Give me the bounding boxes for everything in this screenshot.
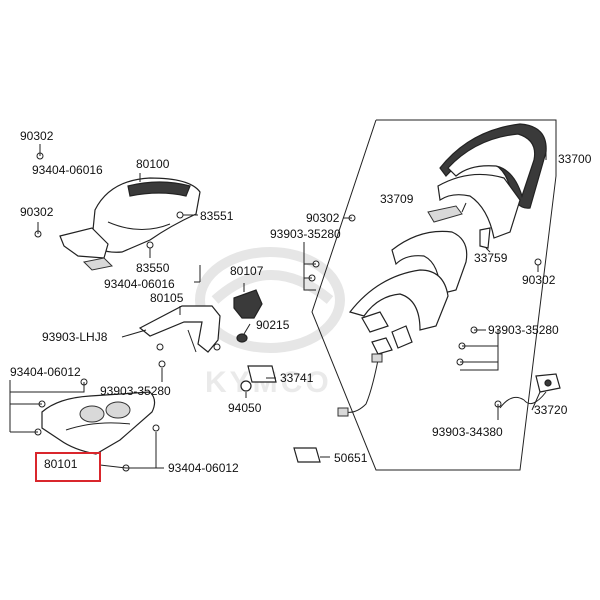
label-90302-a: 90302 — [20, 129, 54, 143]
selected-part-highlight[interactable] — [35, 452, 101, 482]
part-33720-sensor[interactable] — [499, 373, 561, 409]
label-33759: 33759 — [474, 251, 508, 265]
part-inner-frame[interactable] — [348, 230, 468, 331]
part-wiring-harness[interactable] — [337, 353, 383, 417]
label-33700: 33700 — [558, 152, 592, 166]
part-94050-nut[interactable] — [240, 380, 252, 392]
label-93404-06012-a: 93404-06012 — [10, 365, 81, 379]
part-33741-plate[interactable] — [247, 365, 277, 383]
part-inner-panels[interactable] — [361, 311, 413, 355]
part-80100-rear-fender[interactable] — [59, 177, 201, 271]
label-90302-b: 90302 — [20, 205, 54, 219]
part-90215-grommet[interactable] — [236, 333, 248, 343]
label-90302-c: 90302 — [306, 211, 340, 225]
label-50651: 50651 — [334, 451, 368, 465]
screw-90302d — [534, 258, 542, 266]
label-93903-34380: 93903-34380 — [432, 425, 503, 439]
label-93404-06012-b: 93404-06012 — [168, 461, 239, 475]
label-80100: 80100 — [136, 157, 170, 171]
label-33720: 33720 — [534, 403, 568, 417]
label-90302-d: 90302 — [522, 273, 556, 287]
label-33741: 33741 — [280, 371, 314, 385]
label-93903-35280-a: 93903-35280 — [100, 384, 171, 398]
label-83550: 83550 — [136, 261, 170, 275]
assembly-box-33700 — [311, 119, 557, 471]
leader-lines — [9, 144, 547, 469]
label-80101: 80101 — [44, 457, 78, 471]
screw-83551 — [176, 211, 184, 219]
part-80107-bracket[interactable] — [233, 289, 263, 319]
label-83551: 83551 — [200, 209, 234, 223]
label-90215: 90215 — [256, 318, 290, 332]
screw-83550 — [146, 241, 154, 249]
label-80105: 80105 — [150, 291, 184, 305]
label-33709: 33709 — [380, 192, 414, 206]
part-50651-sticker[interactable] — [293, 447, 321, 463]
label-93404-06016-b: 93404-06016 — [104, 277, 175, 291]
label-80107: 80107 — [230, 264, 264, 278]
label-94050: 94050 — [228, 401, 262, 415]
label-93404-06016-a: 93404-06016 — [32, 163, 103, 177]
brand-watermark: KYMCO — [195, 247, 345, 399]
part-33700-side-cover-top[interactable] — [439, 123, 547, 209]
part-80101-lower-fender[interactable] — [34, 391, 156, 472]
part-labels: 90302 93404-06016 90302 80100 83551 8355… — [10, 129, 592, 475]
part-80105-carrier-frame[interactable] — [138, 305, 221, 353]
part-33709-reflector[interactable] — [427, 205, 463, 223]
label-93903-LHJ8: 93903-LHJ8 — [42, 330, 108, 344]
part-33759-clip[interactable] — [479, 227, 491, 249]
part-side-cover-mid[interactable] — [437, 173, 521, 239]
label-93903-35280-b: 93903-35280 — [270, 227, 341, 241]
label-93903-35280-c: 93903-35280 — [488, 323, 559, 337]
